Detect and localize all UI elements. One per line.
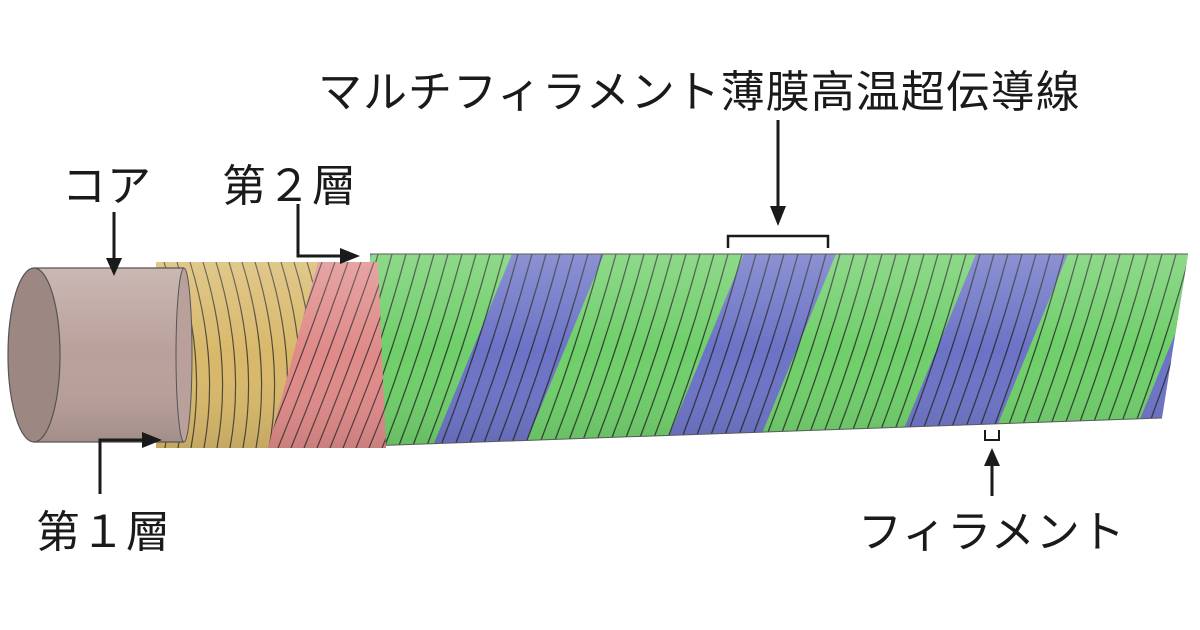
arrow-right-icon — [296, 204, 360, 264]
filament-label: フィラメント — [858, 507, 1126, 558]
bracket-icon — [984, 430, 1000, 441]
filament-layer — [368, 254, 1188, 446]
core-end-face — [7, 267, 61, 443]
layer1-label: 第１層 — [36, 507, 171, 558]
arrow-up-icon — [984, 448, 1000, 496]
wire-title-label: マルチフィラメント薄膜高温超伝導線 — [318, 67, 1081, 118]
core-cylinder — [7, 267, 193, 443]
arrow-right-icon — [98, 432, 162, 494]
layer2-label: 第２層 — [222, 161, 357, 212]
core-label: コア — [62, 161, 152, 212]
bracket-icon — [726, 234, 830, 248]
filament-outline — [367, 253, 1188, 447]
arrow-down-icon — [106, 212, 122, 276]
arrow-down-icon — [770, 120, 786, 226]
filament-shade — [368, 254, 1188, 446]
